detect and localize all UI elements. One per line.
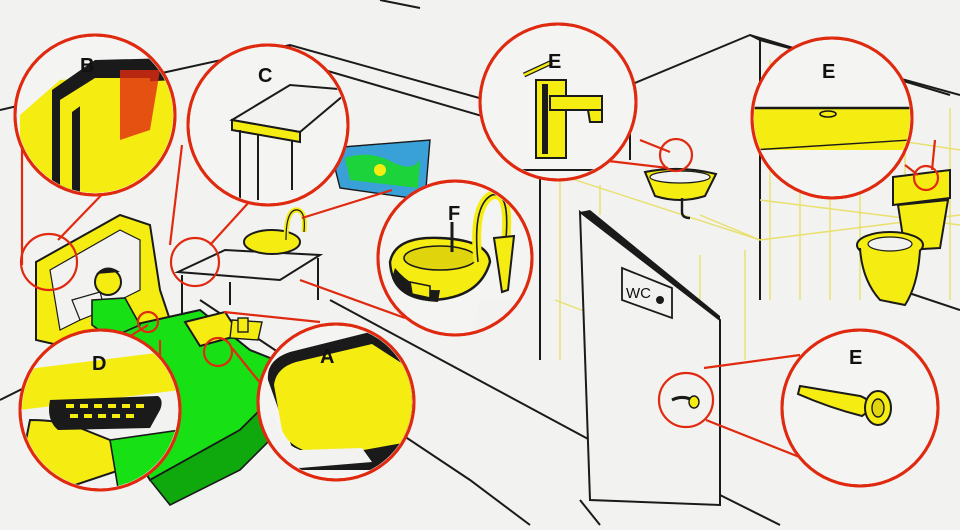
desk (174, 139, 431, 315)
callout-e-handle-label: E (849, 347, 862, 369)
callout-c-label: C (258, 65, 272, 87)
callout-e-toilet-label: E (822, 61, 835, 83)
callout-a-label: A (320, 346, 334, 368)
callout-e-tap-label: E (548, 51, 561, 73)
callout-d-label: D (92, 353, 106, 375)
bathroom-fixtures (643, 167, 951, 307)
wc-door: WC (578, 209, 721, 507)
callout-f: F (376, 179, 534, 337)
callout-b-label: B (80, 55, 94, 77)
callout-c: C (186, 43, 350, 207)
callout-f-label: F (448, 203, 460, 225)
callout-b: B (13, 33, 177, 197)
callout-targets (19, 137, 940, 429)
wc-sign: WC (621, 266, 673, 320)
callout-e-toilet: E (750, 36, 914, 200)
wc-sign-text: WC (626, 285, 651, 302)
callout-a: A (256, 322, 416, 482)
callout-e-tap: E (478, 22, 638, 182)
callout-e-handle: E (780, 328, 940, 488)
